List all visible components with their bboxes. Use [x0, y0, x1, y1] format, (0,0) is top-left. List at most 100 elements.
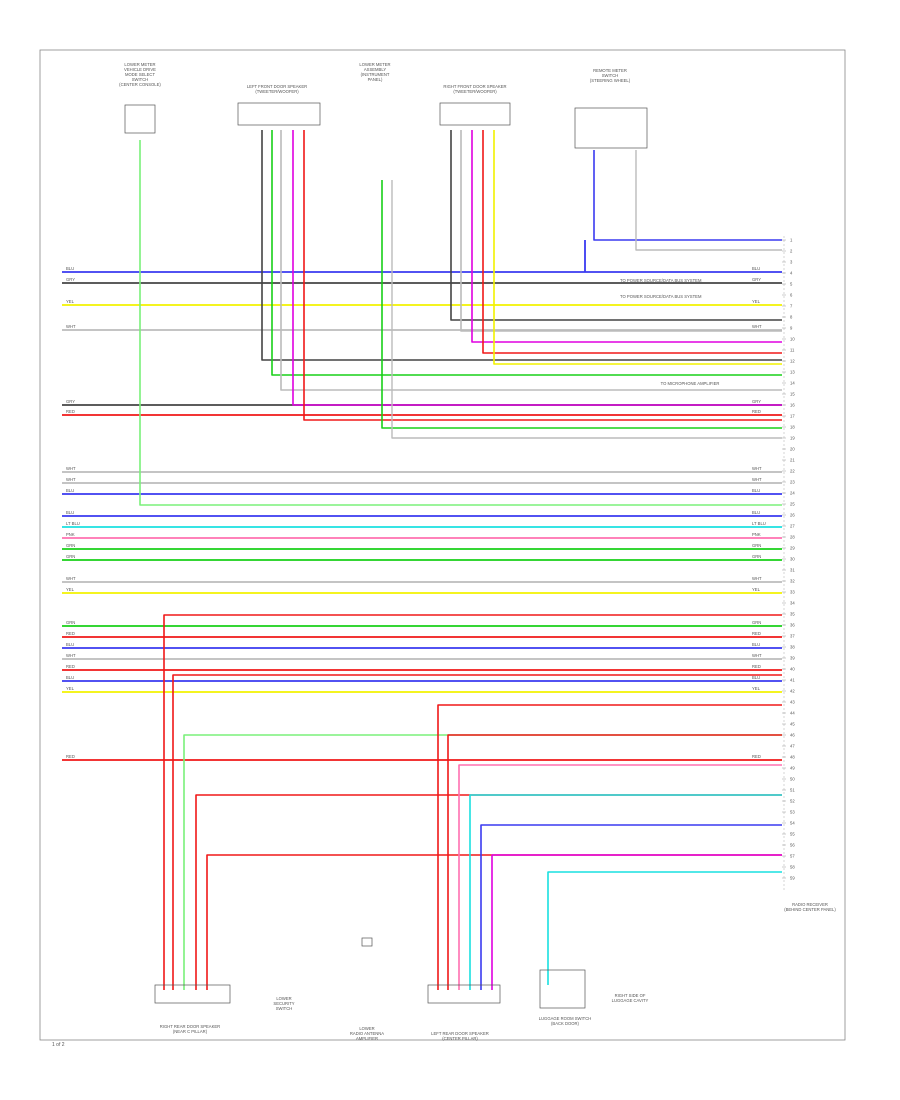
- receiver-pin-number: 20: [790, 447, 795, 452]
- right-wire-label: BLU: [752, 266, 760, 271]
- receiver-pin-number: 49: [790, 766, 795, 771]
- wire-wht: [391, 180, 782, 439]
- right-wire-label: GRN: [752, 620, 761, 625]
- right-rear-speaker-connector: [154, 984, 231, 1004]
- left-rear-speaker-title: LEFT REAR DOOR SPEAKER(CENTER PILLAR): [431, 1031, 489, 1041]
- left-wire-label: GRY: [66, 277, 75, 282]
- left-wire-label: YEL: [66, 686, 75, 691]
- left-wire-label: RED: [66, 664, 75, 669]
- receiver-pin-number: 1: [790, 238, 793, 243]
- power-source-note: TO POWER SOURCE/DATA BUS SYSTEM: [620, 278, 702, 283]
- receiver-pin-number: 18: [790, 425, 795, 430]
- left-wire-label: WHT: [66, 466, 76, 471]
- receiver-pin-number: 19: [790, 436, 795, 441]
- left-wire-label: YEL: [66, 299, 75, 304]
- wire-red: [206, 854, 782, 990]
- receiver-pin-number: 28: [790, 535, 795, 540]
- receiver-pin-number: 24: [790, 491, 795, 496]
- power-source-note: TO POWER SOURCE/DATA BUS SYSTEM: [620, 294, 702, 299]
- receiver-pin-number: 3: [790, 260, 793, 265]
- wire-lt-blu: [547, 871, 782, 985]
- receiver-pin-number: 38: [790, 645, 795, 650]
- receiver-pin-number: 17: [790, 414, 795, 419]
- lower-meter-switch-body: [124, 104, 156, 134]
- receiver-pin-number: 51: [790, 788, 795, 793]
- component-layer: [124, 102, 786, 1009]
- receiver-pin-number: 8: [790, 315, 793, 320]
- left-wire-label: WHT: [66, 477, 76, 482]
- receiver-pin-number: 55: [790, 832, 795, 837]
- receiver-pin-number: 47: [790, 744, 795, 749]
- receiver-pin-number: 29: [790, 546, 795, 551]
- receiver-pin-number: 58: [790, 865, 795, 870]
- wire-red: [163, 614, 782, 990]
- left-wire-label: BLU: [66, 488, 74, 493]
- receiver-pin-number: 12: [790, 359, 795, 364]
- right-wire-label: BLU: [752, 510, 760, 515]
- receiver-pin-number: 46: [790, 733, 795, 738]
- wire-blu: [593, 150, 782, 241]
- right-wire-label: GRY: [752, 399, 761, 404]
- mic-note: TO MICROPHONE AMPLIFIER: [661, 381, 720, 386]
- right-wire-label: PNK: [752, 532, 761, 537]
- receiver-pin-number: 35: [790, 612, 795, 617]
- left-wire-label: WHT: [66, 653, 76, 658]
- left-wire-label: BLU: [66, 642, 74, 647]
- right-wire-label: LT BLU: [752, 521, 766, 526]
- receiver-pin-number: 34: [790, 601, 795, 606]
- remote-switch-body: [574, 107, 648, 149]
- left-wire-label: GRN: [66, 543, 75, 548]
- left-wire-label: BLU: [66, 266, 74, 271]
- left-wire-label: WHT: [66, 576, 76, 581]
- receiver-pin-number: 11: [790, 348, 795, 353]
- right-wire-label: GRY: [752, 277, 761, 282]
- receiver-pin-number: 56: [790, 843, 795, 848]
- receiver-pin-number: 5: [790, 282, 793, 287]
- receiver-pin-number: 32: [790, 579, 795, 584]
- receiver-pin-number: 7: [790, 304, 793, 309]
- right-wire-label: WHT: [752, 466, 762, 471]
- receiver-pin-number: 54: [790, 821, 795, 826]
- receiver-pin-number: 33: [790, 590, 795, 595]
- receiver-pin-number: 6: [790, 293, 793, 298]
- receiver-pin-number: 42: [790, 689, 795, 694]
- left-wire-label: BLU: [66, 510, 74, 515]
- left-wire-label: BLU: [66, 675, 74, 680]
- wire-red: [437, 704, 782, 990]
- wire-red: [172, 674, 782, 990]
- wire-vio: [471, 130, 782, 343]
- wire-gry: [261, 130, 782, 361]
- wire-yel: [493, 130, 782, 365]
- right-wire-label: GRN: [752, 554, 761, 559]
- receiver-pin-number: 26: [790, 513, 795, 518]
- receiver-pin-number: 10: [790, 337, 795, 342]
- receiver-pin-number: 37: [790, 634, 795, 639]
- receiver-pin-number: 13: [790, 370, 795, 375]
- right-wire-label: YEL: [752, 686, 761, 691]
- right-wire-label: GRN: [752, 543, 761, 548]
- left-wire-label: RED: [66, 754, 75, 759]
- receiver-pin-number: 4: [790, 271, 793, 276]
- receiver-pin-number: 57: [790, 854, 795, 859]
- wire-blu: [480, 824, 782, 990]
- receiver-pin-number: 40: [790, 667, 795, 672]
- right-wire-label: BLU: [752, 488, 760, 493]
- right-front-speaker-connector: [439, 102, 511, 126]
- radio-receiver-title: RADIO RECEIVER(BEHIND CENTER PANEL): [784, 902, 836, 912]
- receiver-pin-number: 59: [790, 876, 795, 881]
- wire-wht: [635, 150, 782, 251]
- receiver-pin-number: 52: [790, 799, 795, 804]
- right-wire-label: BLU: [752, 642, 760, 647]
- footer-code: 1 of 2: [52, 1042, 65, 1048]
- receiver-pin-number: 25: [790, 502, 795, 507]
- right-wire-label: RED: [752, 664, 761, 669]
- wire-gry: [450, 130, 782, 321]
- wire-vio: [292, 130, 782, 406]
- left-wire-label: LT BLU: [66, 521, 80, 526]
